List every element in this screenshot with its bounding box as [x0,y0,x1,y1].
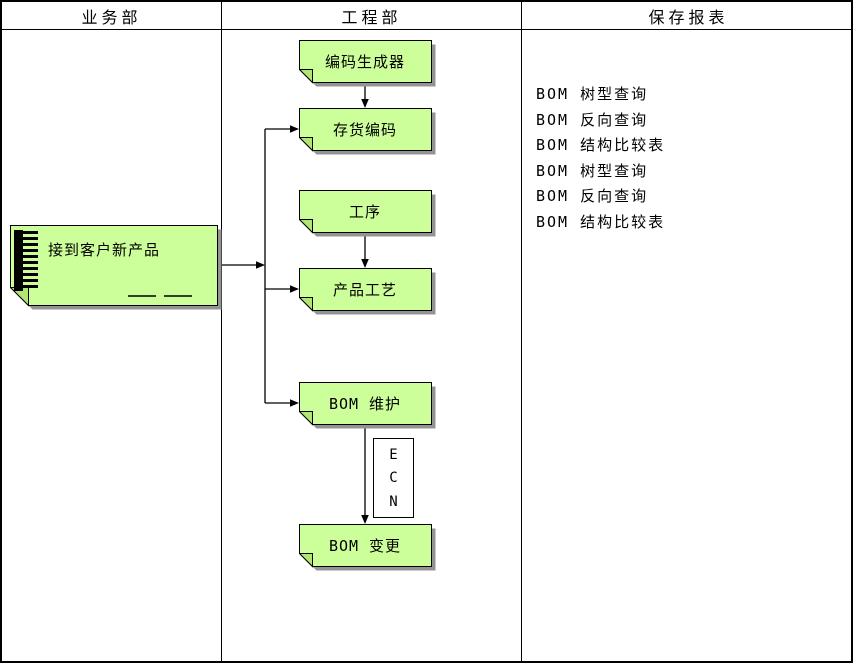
node-operation[interactable]: 工序 [299,190,436,237]
report-item[interactable]: BOM 树型查询 [536,85,649,103]
node-label: BOM 维护 [328,394,402,413]
node-shape [299,268,436,315]
node-label: 存货编码 [332,120,397,139]
node-code-generator[interactable]: 编码生成器 [299,40,436,87]
node-shape [299,40,436,87]
node-label: 编码生成器 [324,52,405,71]
node-shape [299,190,436,237]
ecn-annotation-box: E C N [373,438,414,518]
arrowhead-down-icon [361,99,369,108]
column-divider-2 [521,2,522,661]
ecn-letter: N [389,493,398,510]
arrowhead-right-icon [256,261,265,269]
ecn-letter: E [389,446,398,463]
node-label: 接到客户新产品 [48,241,161,259]
report-item[interactable]: BOM 结构比较表 [536,136,666,154]
column-divider-1 [221,2,222,661]
report-item[interactable]: BOM 结构比较表 [536,212,666,231]
report-item[interactable]: BOM 反向查询 [536,187,649,205]
report-item[interactable]: BOM 反向查询 [536,110,649,129]
report-list: BOM 树型查询 BOM 反向查询 BOM 结构比较表 BOM 树型查询 BOM… [536,82,665,235]
node-shape [299,108,436,155]
node-shape [299,524,436,571]
node-receive-new-product[interactable]: 接到客户新产品 [10,225,222,310]
column-header-engineering: 工程部 [341,7,402,27]
node-label: 工序 [348,202,381,221]
node-label: 产品工艺 [332,280,397,299]
node-bom-change[interactable]: BOM 变更 [299,524,436,571]
document-paper [10,225,218,306]
ecn-letter: C [389,470,398,486]
column-header-business: 业务部 [81,7,142,27]
node-inventory-code[interactable]: 存货编码 [299,108,436,155]
arrowhead-right-icon [290,125,299,133]
node-bom-maintenance[interactable]: BOM 维护 [299,382,436,429]
node-label: BOM 变更 [328,536,402,555]
node-product-process[interactable]: 产品工艺 [299,268,436,315]
header-separator-line [2,29,851,30]
node-shape [299,382,436,429]
report-item[interactable]: BOM 树型查询 [536,161,649,180]
arrowhead-right-icon [290,285,299,293]
column-header-reports: 保存报表 [648,7,729,27]
arrowhead-right-icon [290,399,299,407]
arrowhead-down-icon [361,515,369,524]
spiral-binding-icon [14,230,38,291]
document-shape [10,225,222,310]
arrowhead-down-icon [361,259,369,268]
